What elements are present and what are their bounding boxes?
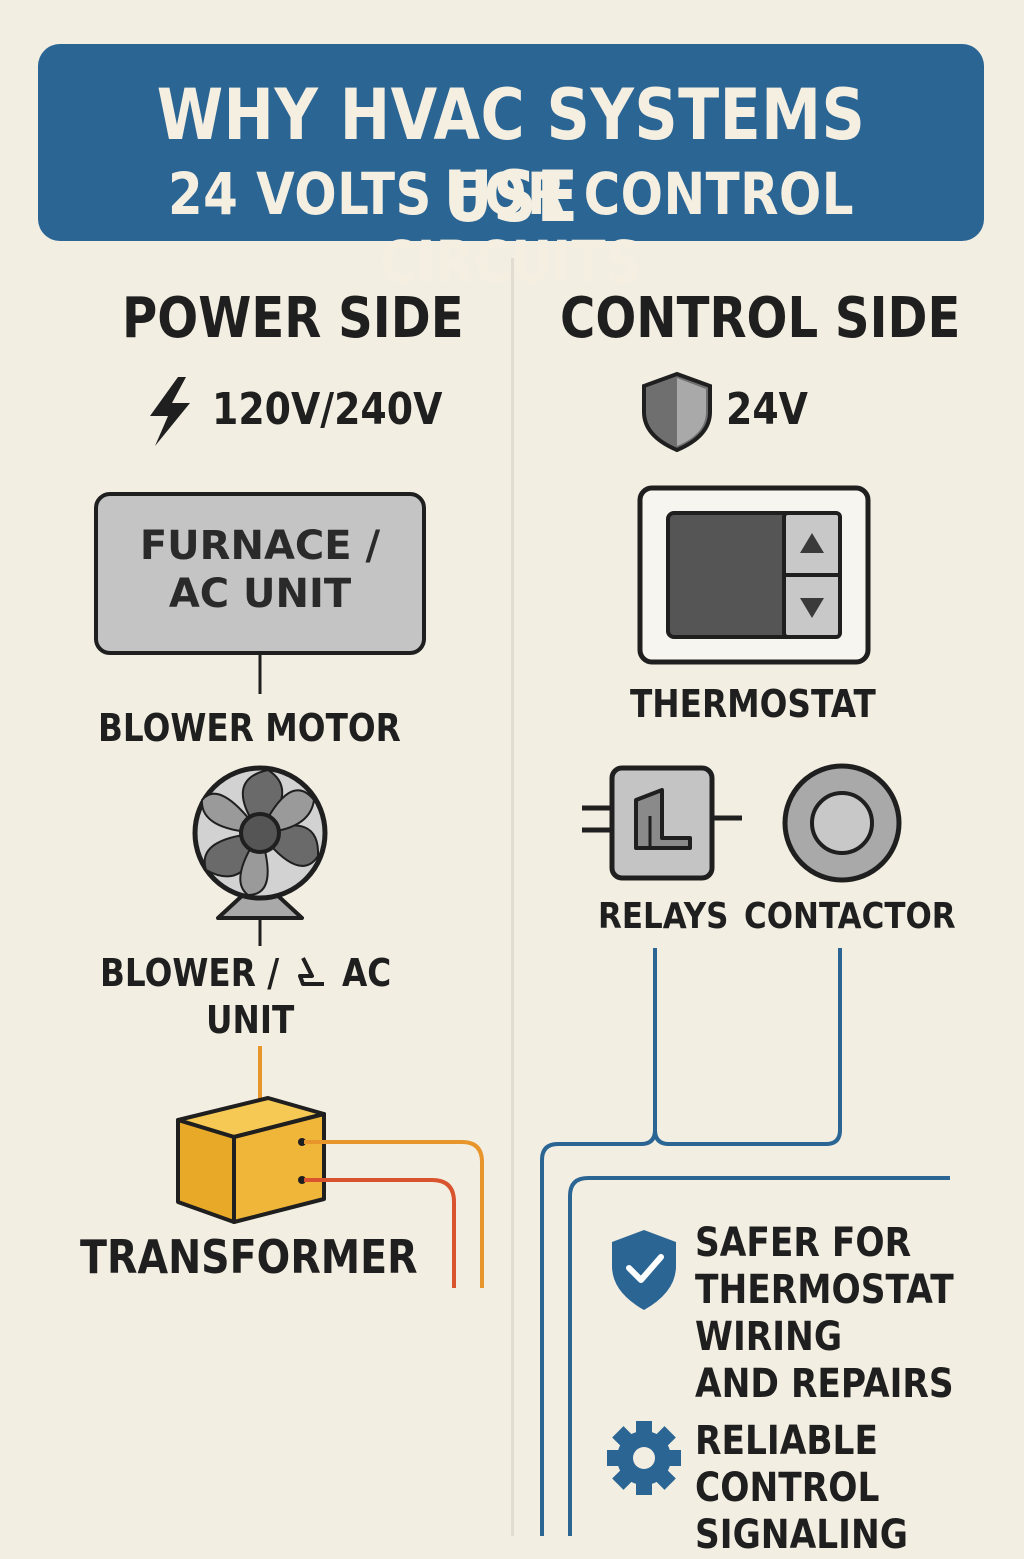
relay-icon xyxy=(582,765,742,881)
benefit-safer: SAFER FOR THERMOSTAT WIRING AND REPAIRS xyxy=(695,1220,954,1408)
blower-motor-label: BLOWER MOTOR xyxy=(98,706,401,750)
furnace-ac-unit-label: FURNACE / AC UNIT xyxy=(96,522,424,618)
benefit-reliable: RELIABLE CONTROL SIGNALING xyxy=(695,1418,908,1559)
benefits-frame-wire xyxy=(568,1176,950,1536)
blower-label-part-a: BLOWER / xyxy=(100,951,280,995)
contactor-label: CONTACTOR xyxy=(744,896,956,937)
transformer-icon xyxy=(176,1096,326,1224)
benefit-safer-line-1: SAFER FOR xyxy=(695,1220,912,1266)
thermostat-down-arrow-icon xyxy=(800,598,824,618)
unit-label-line-2: AC UNIT xyxy=(168,571,352,617)
shield-icon xyxy=(642,371,712,453)
benefit-reliable-line-2: CONTROL xyxy=(695,1465,880,1511)
contactor-icon xyxy=(782,763,902,883)
title-line-1: WHY HVAC SYSTEMS USE xyxy=(156,74,866,238)
power-side-voltage: 120V/240V xyxy=(212,384,443,435)
furnace-ac-unit-box xyxy=(94,492,426,655)
thermostat-up-arrow-icon xyxy=(800,533,824,553)
control-side-voltage: 24V xyxy=(726,384,808,435)
benefit-safer-line-4: AND REPAIRS xyxy=(695,1361,954,1407)
small-bolt-icon xyxy=(298,957,324,986)
lightning-bolt-icon xyxy=(150,377,190,446)
unit-label-line-1: FURNACE / xyxy=(139,523,381,569)
power-side-title: POWER SIDE xyxy=(122,286,464,351)
title-line-2: 24 VOLTS FOR CONTROL CIRCUITS xyxy=(168,160,854,296)
transformer-label: TRANSFORMER xyxy=(80,1230,418,1284)
title-banner: WHY HVAC SYSTEMS USE 24 VOLTS FOR CONTRO… xyxy=(38,44,984,296)
column-divider xyxy=(511,258,514,1536)
blower-label-part-b: AC xyxy=(342,951,392,995)
control-side-title: CONTROL SIDE xyxy=(560,286,961,351)
blower-label-line-2: UNIT xyxy=(206,998,295,1042)
gear-icon xyxy=(607,1421,681,1495)
orange-wire-output xyxy=(304,1140,484,1288)
relays-label: RELAYS xyxy=(598,896,729,937)
red-wire-output xyxy=(304,1178,456,1288)
thermostat-label: THERMOSTAT xyxy=(630,682,876,726)
fan-icon xyxy=(192,765,328,920)
thermostat-icon xyxy=(637,485,871,665)
benefit-safer-line-2: THERMOSTAT xyxy=(695,1267,954,1313)
control-bus-wire xyxy=(540,1129,657,1536)
benefit-reliable-line-1: RELIABLE xyxy=(695,1418,878,1464)
benefit-safer-line-3: WIRING xyxy=(695,1314,843,1360)
shield-check-icon xyxy=(612,1230,676,1310)
relay-wire xyxy=(653,948,842,1146)
